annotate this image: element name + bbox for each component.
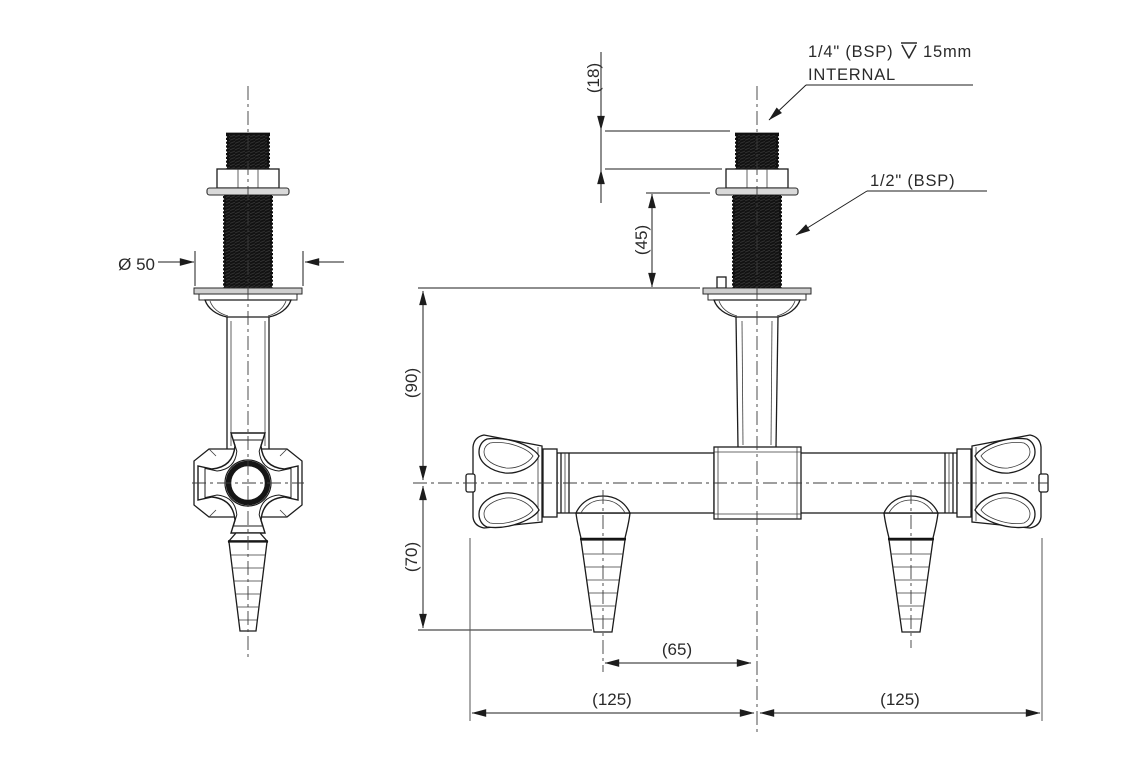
side-view xyxy=(193,132,303,632)
front-view-threaded-stem xyxy=(715,132,799,288)
dim-dia50-label: Ø 50 xyxy=(118,255,155,274)
dim-90-label: (90) xyxy=(402,368,421,398)
side-view-column xyxy=(226,317,270,449)
dim-65-label: (65) xyxy=(662,640,692,659)
dim-125-right-label: (125) xyxy=(880,690,920,709)
dim-handle-spans: (125) (125) xyxy=(469,538,1043,721)
side-thread-label: 1/2" (BSP) xyxy=(870,172,955,190)
dim-nozzle-offset: (65) xyxy=(604,640,752,667)
front-view-right-arm xyxy=(798,433,1050,634)
dim-center-to-nozzle: (70) xyxy=(402,485,592,631)
front-view-left-arm xyxy=(465,434,715,633)
dim-flange-diameter: Ø 50 xyxy=(118,251,344,286)
top-thread-label: 1/4" (BSP) xyxy=(808,43,893,61)
dim-70-label: (70) xyxy=(402,542,421,572)
top-depth-label: 15mm xyxy=(923,43,972,61)
dim-thread-length: (45) xyxy=(418,192,710,289)
dim-45-label: (45) xyxy=(632,225,651,255)
front-view-handle xyxy=(465,434,543,529)
dim-flange-to-center: (90) xyxy=(402,290,427,481)
locating-pin xyxy=(716,276,727,289)
callout-side-thread: 1/2" (BSP) xyxy=(795,172,987,236)
dim-exposed-thread: (18) xyxy=(584,52,730,203)
depth-symbol-icon xyxy=(901,42,917,59)
front-view-column xyxy=(735,316,779,448)
centerlines xyxy=(192,86,1048,736)
callout-top-thread: 1/4" (BSP) 15mm INTERNAL xyxy=(768,42,973,121)
internal-label: INTERNAL xyxy=(808,66,896,84)
dim-125-left-label: (125) xyxy=(592,690,632,709)
dim-18-label: (18) xyxy=(584,63,603,93)
